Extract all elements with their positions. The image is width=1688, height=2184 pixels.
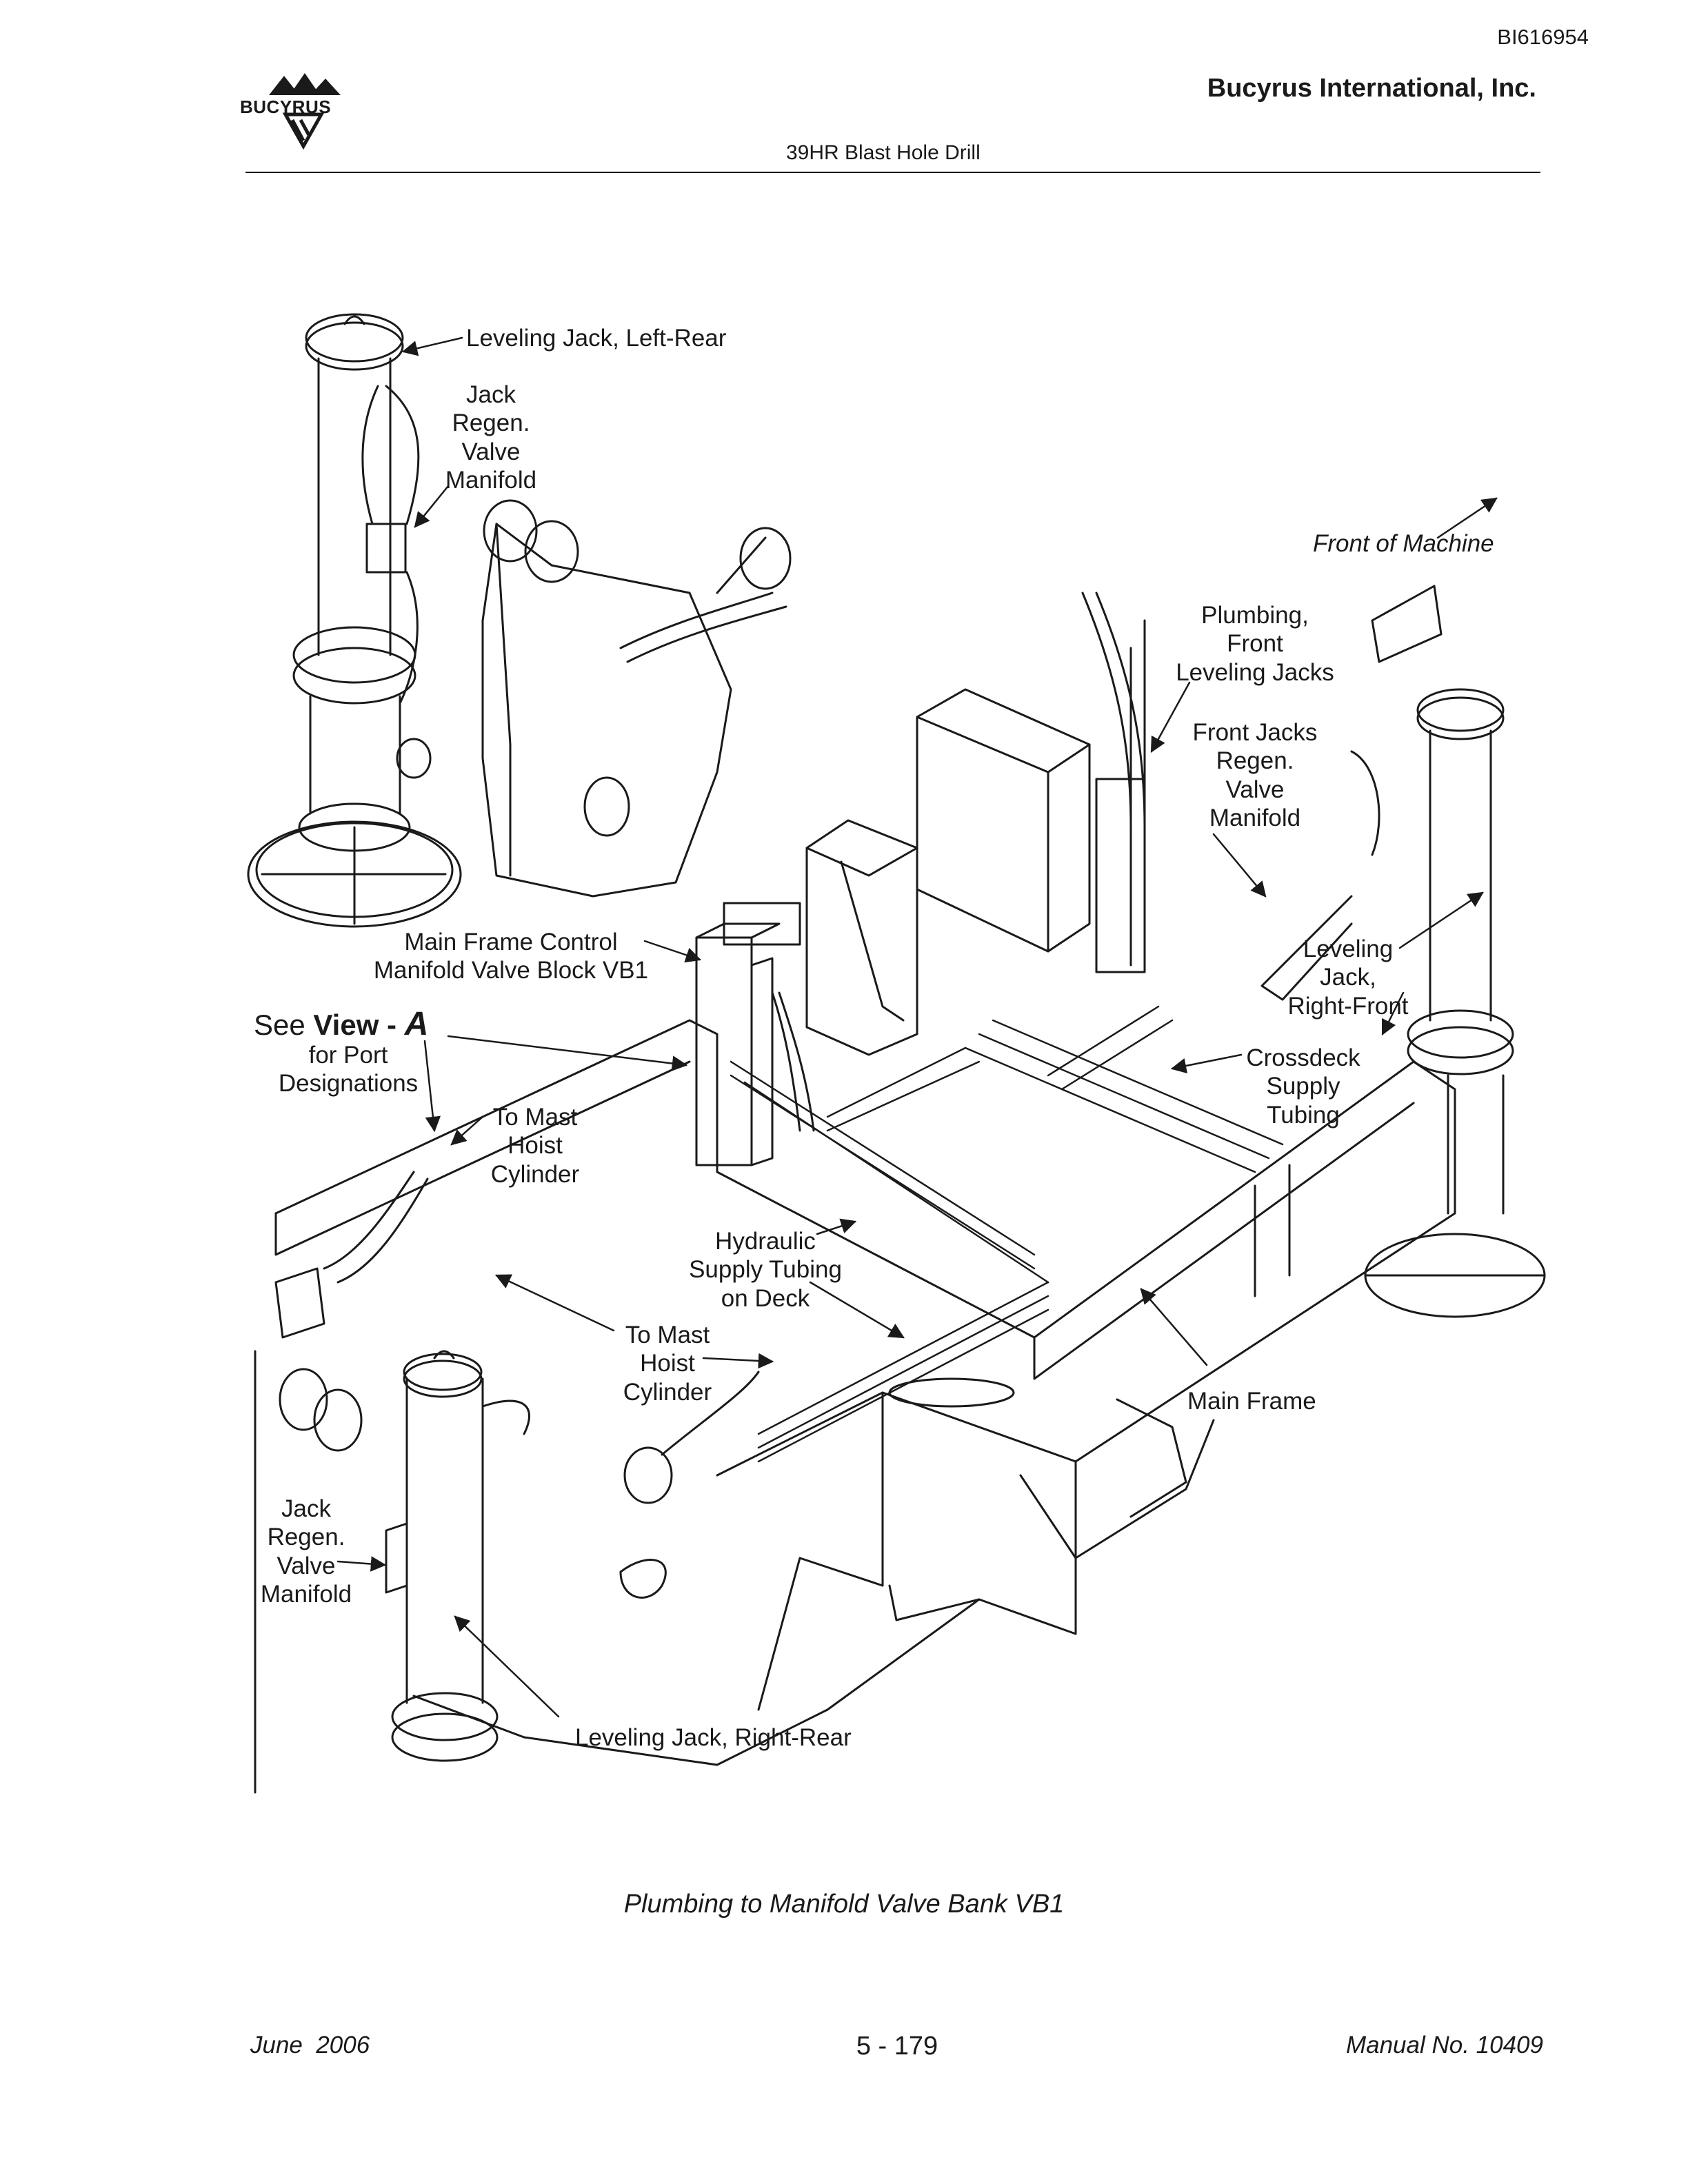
- electrical-cabinets-shape: [805, 688, 1091, 1056]
- label-hydraulic-supply-tubing: Hydraulic Supply Tubing on Deck: [689, 1228, 842, 1312]
- label-jack-regen-manifold-top: Jack Regen. Valve Manifold: [445, 381, 537, 494]
- bucyrus-logo: [269, 73, 341, 150]
- label-leveling-jack-right-rear: Leveling Jack, Right-Rear: [575, 1724, 852, 1751]
- see-view-prefix: See: [254, 1009, 305, 1041]
- company-name: Bucyrus International, Inc.: [1207, 74, 1536, 103]
- label-see-view-a: See View - A: [254, 1005, 428, 1044]
- regen-manifold-top-shape: [361, 385, 420, 705]
- label-to-mast-hoist-cylinder-upper: To Mast Hoist Cylinder: [490, 1104, 580, 1188]
- label-front-of-machine: Front of Machine: [1313, 530, 1494, 557]
- figure-caption: Plumbing to Manifold Valve Bank VB1: [623, 1890, 1065, 1919]
- main-frame-shape: [274, 1019, 1456, 1766]
- front-plumbing-shape: [1081, 592, 1146, 973]
- deck-tubing-shape: [730, 1005, 1284, 1463]
- product-name: 39HR Blast Hole Drill: [786, 141, 981, 164]
- document-id: BI616954: [1497, 25, 1589, 49]
- label-crossdeck-supply-tubing: Crossdeck Supply Tubing: [1246, 1044, 1360, 1129]
- see-view-word: View -: [313, 1009, 397, 1041]
- footer-manual-number: Manual No. 10409: [1345, 2032, 1543, 2059]
- label-for-port-designations: for Port Designations: [278, 1042, 419, 1098]
- label-leveling-jack-right-front: Leveling Jack, Right-Front: [1287, 936, 1409, 1020]
- label-main-frame-control-manifold: Main Frame Control Manifold Valve Block …: [373, 929, 649, 984]
- logo-wordmark: BUCYRUS: [240, 97, 332, 117]
- leveling-jack-right-rear-shape: [391, 1350, 530, 1762]
- control-manifold-vb1-shape: [695, 902, 815, 1166]
- label-main-frame: Main Frame: [1187, 1388, 1316, 1415]
- label-plumbing-front-leveling-jacks: Plumbing, Front Leveling Jacks: [1176, 602, 1334, 686]
- footer-page-number: 5 - 179: [856, 2032, 938, 2061]
- lower-left-bracket-shape: [254, 1171, 760, 1794]
- label-leveling-jack-left-rear: Leveling Jack, Left-Rear: [466, 325, 727, 352]
- see-view-letter: A: [404, 1006, 429, 1042]
- header-rule: [245, 172, 1540, 173]
- leveling-jack-left-rear-shape: [247, 313, 462, 928]
- mast-bracket-shape: [396, 499, 792, 898]
- label-jack-regen-manifold-bottom: Jack Regen. Valve Manifold: [260, 1495, 352, 1608]
- label-front-jacks-regen-manifold: Front Jacks Regen. Valve Manifold: [1192, 719, 1318, 831]
- footer-date: June 2006: [250, 2032, 370, 2059]
- label-to-mast-hoist-cylinder-lower: To Mast Hoist Cylinder: [623, 1322, 712, 1406]
- leader-lines: [336, 336, 1498, 1718]
- leveling-jack-right-front-shape: [1260, 585, 1546, 1318]
